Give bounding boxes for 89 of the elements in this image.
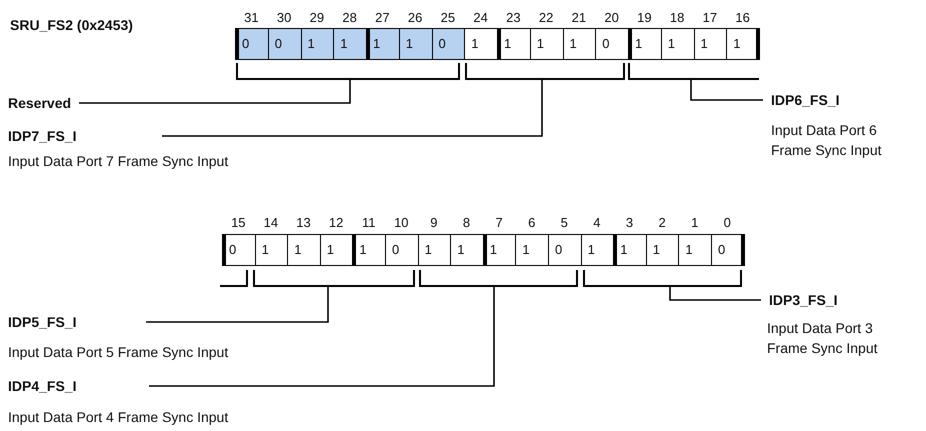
- field-description: Input Data Port 7 Frame Sync Input: [8, 152, 230, 171]
- field-name: IDP5_FS_I: [8, 313, 78, 332]
- bit-number: 16: [734, 10, 751, 26]
- bit-value-cell: 1: [366, 28, 400, 60]
- field-description: Input Data Port 3 Frame Sync Input: [767, 319, 878, 358]
- bit-number: 30: [276, 10, 292, 26]
- bit-number: 10: [393, 215, 410, 231]
- bit-number: 31: [243, 10, 260, 26]
- bit-value-cell: 1: [580, 234, 614, 266]
- field-bracket: [628, 63, 759, 80]
- bit-number: 13: [295, 215, 312, 231]
- bit-number: 4: [592, 215, 602, 231]
- bit-value-cell: 1: [450, 234, 484, 266]
- bit-value-cell: 1: [352, 234, 386, 266]
- bit-value-cell: 0: [385, 234, 419, 266]
- bit-number: 2: [657, 215, 667, 231]
- field-name: IDP3_FS_I: [768, 291, 838, 310]
- field-description: Input Data Port 6 Frame Sync Input: [771, 121, 882, 160]
- bit-number: 7: [494, 215, 504, 231]
- bit-number: 24: [472, 10, 489, 26]
- field-description: Input Data Port 5 Frame Sync Input: [8, 343, 230, 362]
- field-name: IDP4_FS_I: [8, 377, 78, 396]
- bit-value-cell: 0: [548, 234, 582, 266]
- field-name: Reserved: [8, 94, 72, 113]
- leader-line: [146, 286, 329, 323]
- bit-value-cell: 0: [595, 28, 629, 60]
- bit-value-cell: 0: [235, 28, 269, 60]
- bit-value-cell: 1: [333, 28, 367, 60]
- bit-value-cell: 1: [300, 28, 334, 60]
- field-name: IDP7_FS_I: [8, 127, 78, 146]
- bit-value-cell: 1: [398, 28, 432, 60]
- field-bracket: [419, 270, 578, 287]
- leader-line: [690, 79, 763, 101]
- bit-number: 5: [560, 215, 569, 231]
- bit-value-cell: 1: [726, 28, 760, 60]
- bit-number: 25: [440, 10, 456, 26]
- bit-number: 6: [527, 215, 536, 231]
- bit-value-cell: 1: [287, 234, 321, 266]
- bit-number: 8: [462, 215, 472, 231]
- bit-value-cell: 1: [660, 28, 694, 60]
- bit-number: 26: [406, 10, 424, 26]
- bit-value-cell: 1: [482, 234, 516, 266]
- bit-number: 23: [505, 10, 522, 26]
- bit-number: 15: [230, 215, 247, 231]
- register-title: SRU_FS2 (0x2453): [10, 16, 133, 34]
- leader-line: [79, 79, 351, 104]
- bit-number: 22: [538, 10, 554, 26]
- bit-number: 19: [636, 10, 653, 26]
- bit-number: 14: [262, 215, 280, 231]
- leader-line: [669, 286, 761, 301]
- bit-value-cell: 1: [628, 28, 662, 60]
- bit-value-cell: 1: [530, 28, 564, 60]
- field-name: IDP6_FS_I: [770, 91, 840, 110]
- bit-number: 20: [603, 10, 620, 26]
- bit-value-cell: 0: [711, 234, 745, 266]
- bit-number: 27: [374, 10, 391, 26]
- bit-value-cell: 0: [222, 234, 256, 266]
- bit-value-cell: 1: [646, 234, 680, 266]
- field-description: Input Data Port 4 Frame Sync Input: [8, 408, 230, 427]
- field-bracket: [220, 270, 248, 287]
- bit-number: 11: [360, 215, 376, 231]
- bit-value-cell: 1: [254, 234, 288, 266]
- bit-number: 21: [570, 10, 588, 26]
- bit-value-cell: 1: [694, 28, 728, 60]
- field-bracket: [465, 63, 625, 80]
- bit-value-cell: 1: [515, 234, 549, 266]
- field-bracket: [253, 270, 415, 287]
- bit-value-cell: 0: [432, 28, 466, 60]
- bit-number: 0: [722, 215, 732, 231]
- bit-value-cell: 1: [678, 234, 712, 266]
- bit-number: 28: [341, 10, 358, 26]
- bit-number: 17: [702, 10, 718, 26]
- bit-number: 12: [328, 215, 344, 231]
- bit-value-cell: 1: [418, 234, 452, 266]
- field-bracket: [583, 270, 742, 287]
- field-bracket: [236, 63, 460, 80]
- bit-value-cell: 1: [464, 28, 498, 60]
- bit-value-cell: 0: [268, 28, 302, 60]
- bit-number: 29: [308, 10, 326, 26]
- leader-line: [162, 79, 543, 137]
- bit-number: 9: [429, 215, 438, 231]
- leader-line: [149, 286, 495, 387]
- bit-value-cell: 1: [320, 234, 354, 266]
- bit-value-cell: 1: [562, 28, 596, 60]
- bit-number: 3: [624, 215, 634, 231]
- bit-value-cell: 1: [613, 234, 647, 266]
- bit-number: 1: [690, 215, 700, 231]
- bit-value-cell: 1: [497, 28, 531, 60]
- bit-number: 18: [668, 10, 686, 26]
